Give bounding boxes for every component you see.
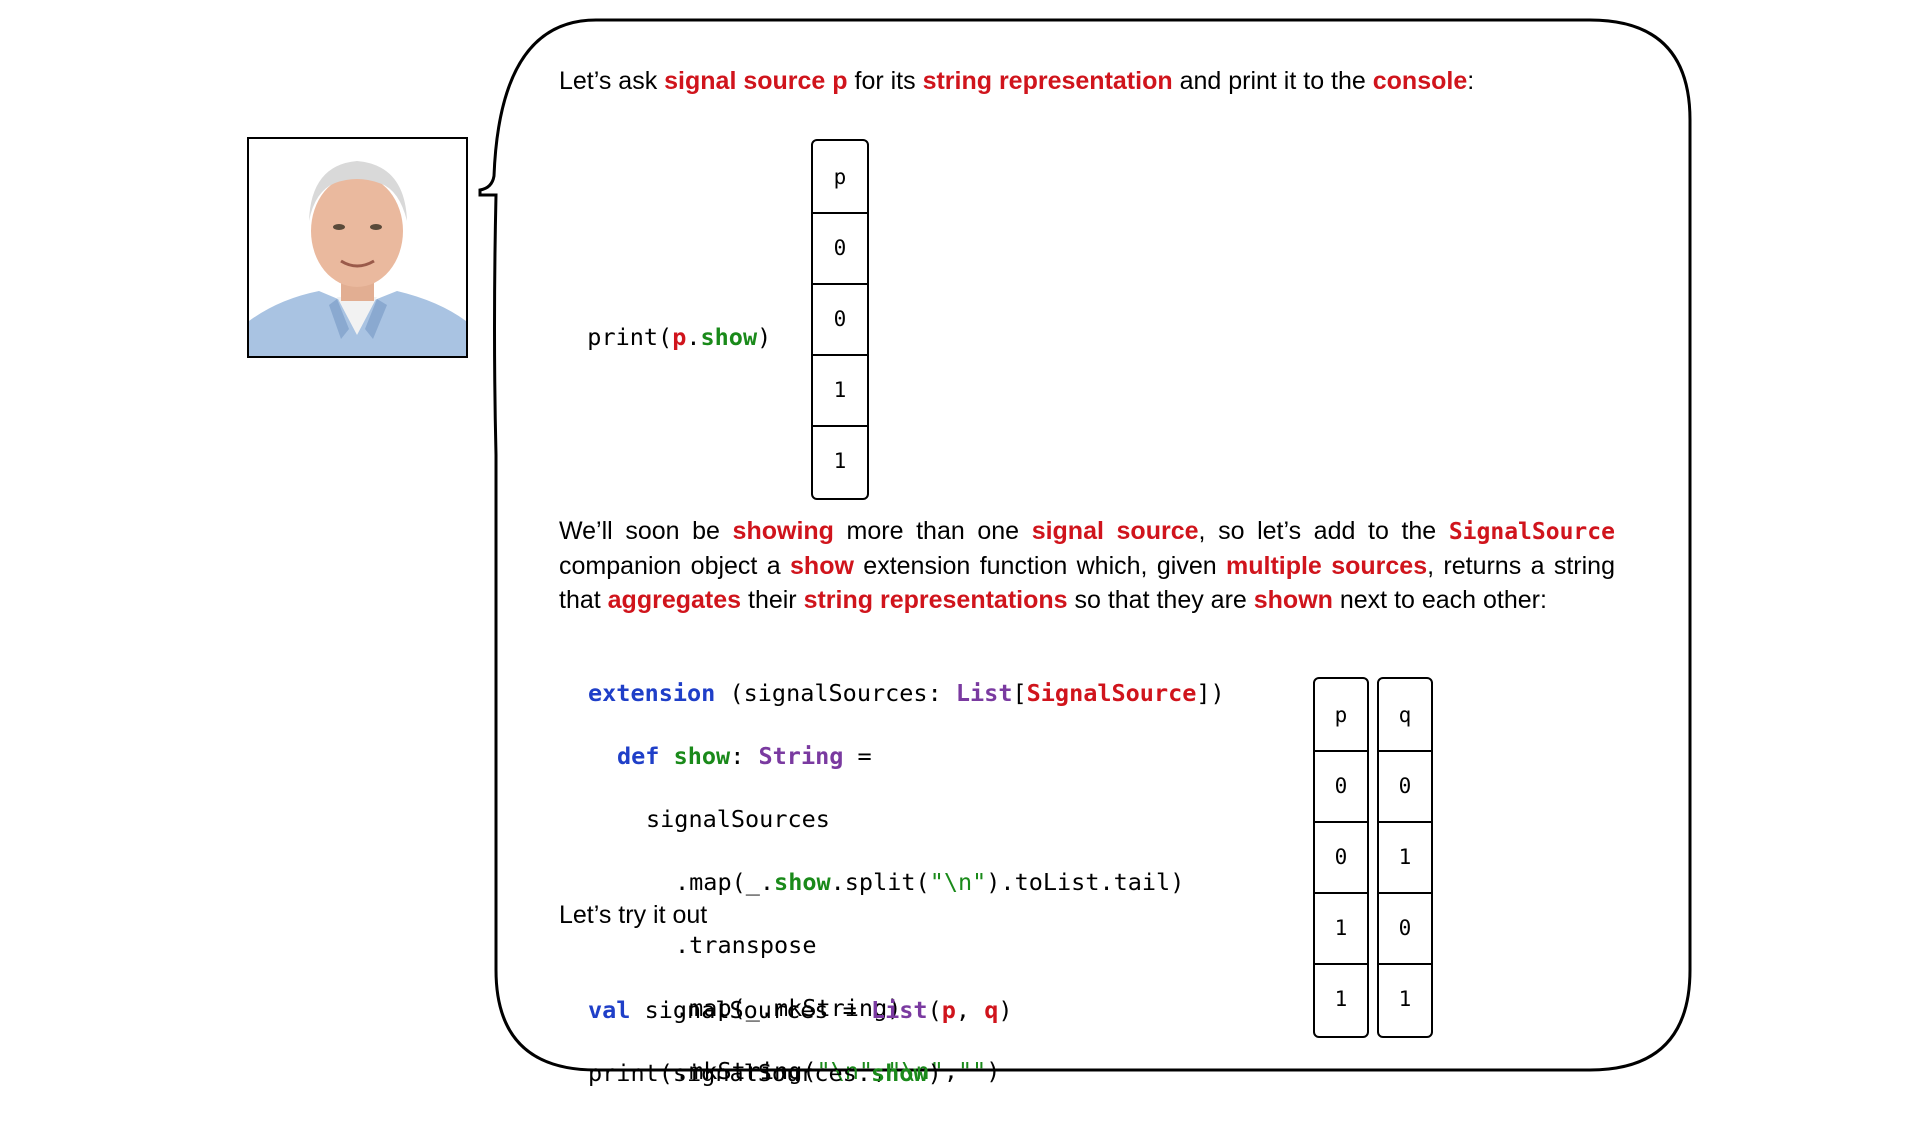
column-cell: 0 xyxy=(1334,844,1348,869)
column-cell: 0 xyxy=(833,306,847,331)
column-cell: 0 xyxy=(833,235,847,260)
extension-code-block: extension (signalSources: List[SignalSou… xyxy=(588,646,1225,1119)
avatar xyxy=(247,137,468,358)
print-p-code: print(p.show) xyxy=(587,322,772,351)
column-cell: 0 xyxy=(1398,773,1412,798)
column-cell: 0 xyxy=(1398,915,1412,940)
intro-text: Let’s ask signal source p for its string… xyxy=(559,67,1475,95)
column-cell: 1 xyxy=(1334,915,1348,940)
signal-column-q: q 0 1 0 1 xyxy=(1377,677,1433,1038)
code-line: .map(_.show.split("\n").toList.tail) xyxy=(675,867,1185,896)
column-header: q xyxy=(1398,702,1412,727)
column-cell: 0 xyxy=(1334,773,1348,798)
column-cell: 1 xyxy=(833,377,847,402)
try-label: Let’s try it out xyxy=(559,901,708,929)
code-line: .map(_.mkString) xyxy=(675,993,902,1022)
column-cell: 1 xyxy=(1334,986,1348,1011)
column-header: p xyxy=(1334,702,1348,727)
portrait-illustration xyxy=(249,139,466,356)
signal-column-p: p 0 0 1 1 xyxy=(811,139,869,500)
code-line: def show: String = xyxy=(617,741,872,770)
column-cell: 1 xyxy=(833,448,847,473)
column-cell: 1 xyxy=(1398,844,1412,869)
code-line: signalSources xyxy=(646,804,830,833)
code-line: val signalSources = List(p, q) xyxy=(588,995,1013,1024)
try-code-block: val signalSources = List(p, q) print(sig… xyxy=(588,963,1013,1121)
column-cell: 1 xyxy=(1398,986,1412,1011)
code-line: extension (signalSources: List[SignalSou… xyxy=(588,678,1225,707)
code-line: .transpose xyxy=(675,930,817,959)
code-line: print(signalSources.show) xyxy=(588,1058,942,1087)
explanation-paragraph: We’ll soon be showing more than one sign… xyxy=(559,517,1615,614)
speech-bubble xyxy=(478,18,1692,1072)
signal-column-p2: p 0 0 1 1 xyxy=(1313,677,1369,1038)
column-header: p xyxy=(833,164,847,189)
